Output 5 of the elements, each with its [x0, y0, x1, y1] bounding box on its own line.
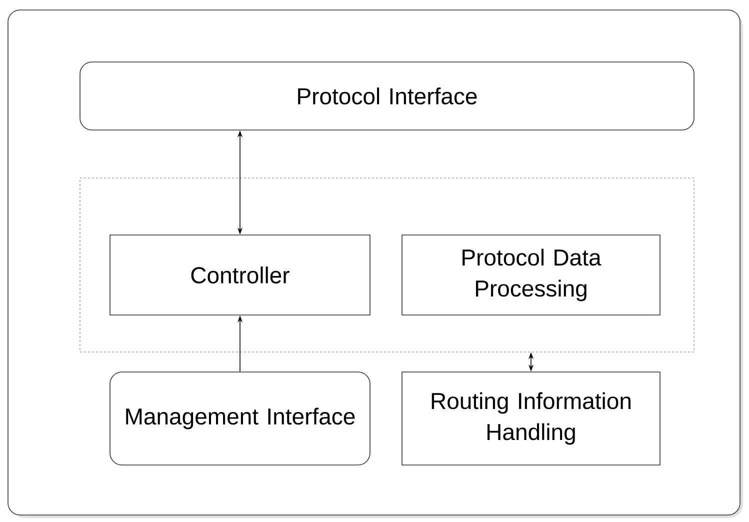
- process-box: Routing Information Handling: [402, 372, 660, 466]
- interface-box: Management Interface: [110, 372, 370, 466]
- interface-box: Protocol Interface: [80, 62, 694, 130]
- process-box: Controller: [110, 234, 370, 316]
- process-box: Protocol Data Processing: [402, 234, 660, 316]
